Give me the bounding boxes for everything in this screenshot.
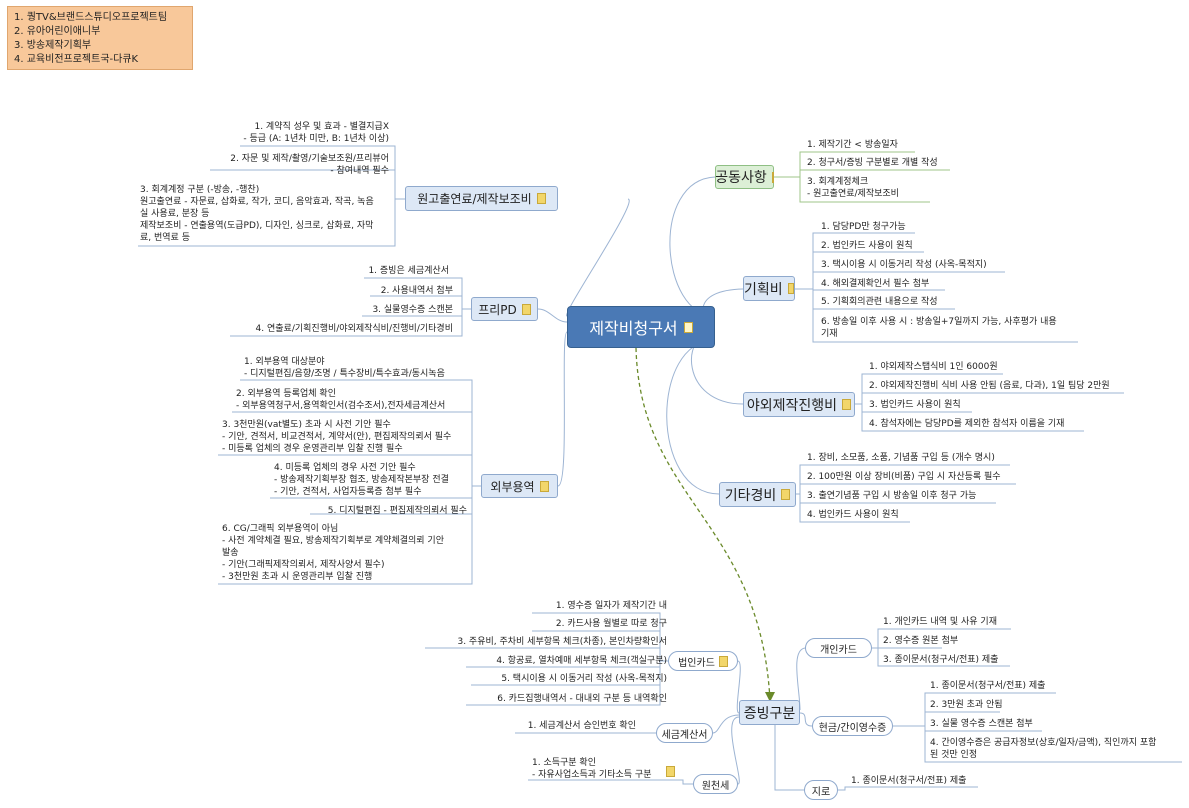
branch-label: 외부용역 [490,479,535,494]
branch-gihoek[interactable]: 기획비 [743,276,795,301]
leaf-item: 3. 택시이용 시 이동거리 작성 (사옥-목적지) [821,260,987,270]
leaf-item: 1. 장비, 소모품, 소품, 기념품 구입 등 (개수 명시) [807,453,995,463]
note-icon[interactable] [683,321,693,333]
note-icon[interactable] [539,480,549,492]
leaf-item: 3. 출연기념품 구입 시 방송일 이후 청구 가능 [807,491,977,501]
leaf-item: 3. 실물영수증 스캔본 [372,305,453,315]
central-topic-label: 제작비청구서 [589,319,678,338]
note-icon[interactable] [536,193,546,204]
leaf-item: 1. 제작기간 < 방송일자 [807,140,898,150]
node-label: 원천세 [701,780,730,792]
node-label: 개인카드 [820,644,857,656]
note-icon[interactable] [666,766,675,777]
note-icon[interactable] [771,171,774,183]
branch-freepd[interactable]: 프리PD [471,297,538,321]
leaf-item: 2. 영수증 원본 첨부 [883,636,959,646]
node-label: 지로 [811,786,831,798]
leaf-item: 1. 영수증 일자가 제작기간 내 [555,601,667,611]
leaf-item: 5. 디지털편집 - 편집제작의뢰서 필수 [327,506,467,516]
node-label: 세금계산서 [661,729,708,741]
node-label: 현금/간이영수증 [818,722,887,734]
branch-gongtong[interactable]: 공동사항 [715,165,774,189]
leaf-item: 4. 해외결제확인서 필수 첨부 [821,279,930,289]
note-line: 4. 교육비전프로젝트국-다큐K [14,54,139,65]
leaf-item: 2. 사용내역서 첨부 [380,286,453,296]
note-icon[interactable] [842,399,852,410]
note-line: 2. 유아어린이애니부 [14,26,101,37]
branch-oibu[interactable]: 외부용역 [481,474,558,498]
leaf-item: 1. 증빙은 세금계산서 [368,266,449,276]
node-giro[interactable]: 지로 [804,780,838,800]
leaf-item: 3. 회계계정 구분 (-방송, -행찬) 원고출연료 - 자문료, 삽화료, … [140,185,374,243]
leaf-item: 1. 세금계산서 승인번호 확인 [527,721,636,731]
note-line: 1. 퀑TV&브랜드스튜디오프로젝트팀 [14,12,168,23]
leaf-item: 1. 야외제작스탭식비 1인 6000원 [869,362,998,372]
node-withholding[interactable]: 원천세 [693,774,738,794]
leaf-item: 1. 계약직 성우 및 효과 - 별결지급X - 등급 (A: 1년차 미만, … [243,122,389,144]
note-icon[interactable] [787,283,794,294]
leaf-item: 4. 간이영수증은 공급자정보(상호/일자/금액), 직인까지 포함 된 것만 … [930,738,1157,760]
leaf-item: 6. 카드집행내역서 - 대내외 구분 등 내역확인 [497,694,667,704]
leaf-item: 2. 야외제작진행비 식비 사용 안됨 (음료, 다과), 1일 팀당 2만원 [869,381,1110,391]
node-personal-card[interactable]: 개인카드 [805,638,872,658]
leaf-item: 1. 종이문서(청구서/전표) 제출 [930,681,1046,691]
branch-label: 원고출연료/제작보조비 [417,192,532,206]
leaf-item: 1. 담당PD만 청구가능 [821,222,906,232]
leaf-item: 3. 종이문서(청구서/전표) 제출 [883,655,999,665]
branch-label: 공동사항 [715,170,767,186]
note-line: 3. 방송제작기획부 [14,40,92,51]
leaf-item: 2. 청구서/증빙 구분별로 개별 작성 [807,158,938,168]
branch-label: 기획비 [744,281,783,298]
leaf-item: 4. 연출료/기획진행비/야외제작식비/진행비/기타경비 [255,324,453,334]
note-icon[interactable] [781,489,791,500]
legend-note: 1. 퀑TV&브랜드스튜디오프로젝트팀 2. 유아어린이애니부 3. 방송제작기… [7,6,193,70]
leaf-item: 3. 실물 영수증 스캔본 첨부 [930,719,1033,729]
node-tax-invoice[interactable]: 세금계산서 [656,723,713,743]
branch-gita[interactable]: 기타경비 [719,482,796,507]
branch-yaoe[interactable]: 야외제작진행비 [743,392,855,417]
leaf-item: 2. 자문 및 제작/촬영/기술보조원/프리뷰어 - 참여내역 필수 [230,154,389,176]
leaf-item: 3. 법인카드 사용이 원칙 [869,400,961,410]
leaf-item: 6. 방송일 이후 사용 시 : 방송일+7일까지 가능, 사후평가 내용 기재 [821,317,1057,339]
leaf-item: 3. 3천만원(vat별도) 초과 시 사전 기안 필수 - 기안, 견적서, … [222,420,452,454]
leaf-item: 2. 100만원 이상 장비(비품) 구입 시 자산등록 필수 [807,472,1001,482]
branch-label: 야외제작진행비 [746,397,838,414]
leaf-item: 3. 회계계정체크 - 원고출연료/제작보조비 [807,177,899,199]
leaf-item: 4. 미등록 업체의 경우 사전 기안 필수 - 방송제작기획부장 협조, 방송… [274,463,449,497]
leaf-item: 1. 외부용역 대상분야 - 디지털편집/음향/조명 / 특수장비/특수효과/동… [244,357,445,379]
leaf-item: 4. 항공료, 열차예매 세부항목 체크(객실구분) [496,656,667,666]
leaf-item: 5. 택시이용 시 이동거리 작성 (사옥-목적지) [501,674,667,684]
leaf-item: 2. 외부용역 등록업체 확인 - 외부용역청구서,용역확인서(검수조서),전자… [236,389,446,411]
node-label: 법인카드 [678,657,715,669]
branch-label: 기타경비 [724,487,777,504]
branch-label: 프리PD [478,302,517,317]
leaf-item: 6. CG/그래픽 외부용역이 아님 - 사전 계약체결 필요, 방송제작기획부… [222,524,444,582]
leaf-item: 2. 카드사용 월별로 따로 청구 [555,619,667,629]
central-topic[interactable]: 제작비청구서 [567,306,715,348]
node-cash-receipt[interactable]: 현금/간이영수증 [812,716,893,736]
leaf-item: 5. 기획회의관련 내용으로 작성 [821,297,938,307]
leaf-item: 1. 개인카드 내역 및 사유 기재 [883,617,997,627]
leaf-item: 2. 3만원 초과 안됨 [930,700,1003,710]
note-icon[interactable] [521,303,531,315]
branch-label: 증빙구분 [743,705,796,722]
leaf-item: 4. 법인카드 사용이 원칙 [807,510,899,520]
leaf-item: 2. 법인카드 사용이 원칙 [821,241,913,251]
leaf-item: 4. 참석자에는 담당PD를 제외한 참석자 이름을 기재 [869,419,1065,429]
branch-jeungbing[interactable]: 증빙구분 [739,700,800,725]
leaf-item: 1. 소득구분 확인 - 자유사업소득과 기타소득 구분 [532,758,652,780]
note-icon[interactable] [718,655,728,667]
leaf-item: 3. 주유비, 주차비 세부항목 체크(차종), 본인차량확인서 [457,637,667,647]
leaf-item: 1. 종이문서(청구서/전표) 제출 [851,776,967,786]
branch-wongo[interactable]: 원고출연료/제작보조비 [405,186,558,211]
node-corp-card[interactable]: 법인카드 [668,651,738,671]
